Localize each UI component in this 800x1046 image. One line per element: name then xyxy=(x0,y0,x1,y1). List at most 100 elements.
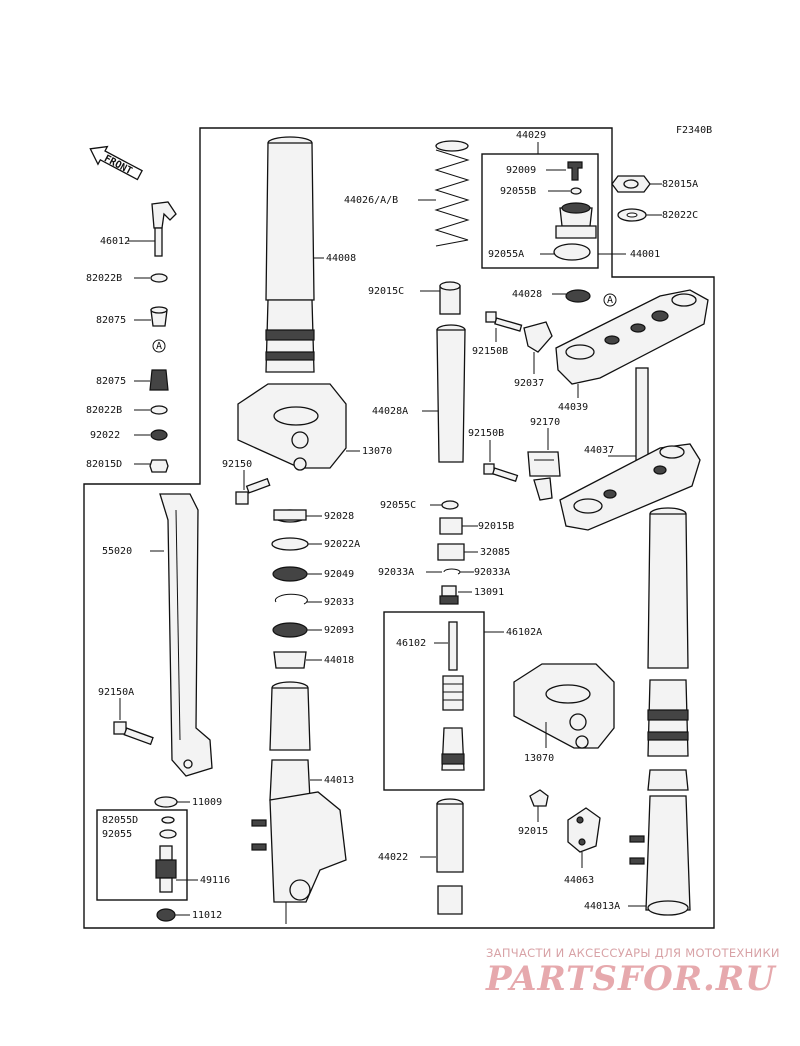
svg-text:A: A xyxy=(607,295,613,306)
label-44008: 44008 xyxy=(326,253,356,264)
kit-49116-box xyxy=(96,809,188,901)
label-92009: 92009 xyxy=(506,165,536,176)
clamp-13070-bottom-icon xyxy=(513,663,615,749)
label-44063: 44063 xyxy=(564,875,594,886)
kit-46102A-box xyxy=(383,611,485,791)
label-92150B-1: 92150B xyxy=(472,346,508,357)
label-49116: 49116 xyxy=(200,875,230,886)
fork-leg-44013-icon xyxy=(251,681,347,924)
rod-46102-icon xyxy=(441,621,465,771)
label-92033: 92033 xyxy=(324,597,354,608)
circlip-92033-icon xyxy=(274,593,308,605)
label-92055B: 92055B xyxy=(500,186,536,197)
label-92022A: 92022A xyxy=(324,539,360,550)
label-82055D: 82055D xyxy=(102,815,138,826)
label-44028: 44028 xyxy=(512,289,542,300)
spring-44026-icon xyxy=(434,140,470,247)
label-44039: 44039 xyxy=(558,402,588,413)
label-92033A-1: 92033A xyxy=(378,567,414,578)
label-82022C: 82022C xyxy=(662,210,698,221)
label-46012: 46012 xyxy=(100,236,130,247)
label-92028: 92028 xyxy=(324,511,354,522)
fork-tube-right-icon xyxy=(629,507,691,916)
label-92049: 92049 xyxy=(324,569,354,580)
fork-cap-icon xyxy=(555,202,597,239)
part-46012-icon xyxy=(151,201,177,257)
bolt-92150-icon xyxy=(235,477,271,505)
label-92037: 92037 xyxy=(514,378,544,389)
collar-92015C-icon xyxy=(439,281,461,315)
fork-tube-44008-icon xyxy=(265,136,315,373)
label-82022B-1: 82022B xyxy=(86,273,122,284)
label-44013A: 44013A xyxy=(584,901,620,912)
label-92015B: 92015B xyxy=(478,521,514,532)
label-92033A-2: 92033A xyxy=(474,567,510,578)
label-44037: 44037 xyxy=(584,445,614,456)
label-82015A: 82015A xyxy=(662,179,698,190)
label-92055C: 92055C xyxy=(380,500,416,511)
label-44001: 44001 xyxy=(630,249,660,260)
diagram-code: F2340B xyxy=(676,125,712,136)
label-92170: 92170 xyxy=(530,417,560,428)
label-82015D: 82015D xyxy=(86,459,122,470)
label-92015C: 92015C xyxy=(368,286,404,297)
washer-92022A-icon xyxy=(271,537,309,551)
label-92055A: 92055A xyxy=(488,249,524,260)
label-44018: 44018 xyxy=(324,655,354,666)
steering-stem-44037-icon xyxy=(533,367,701,531)
front-arrow-icon: FRONT xyxy=(89,145,143,181)
nut-82015D-icon xyxy=(149,459,169,473)
ref-a-2-icon xyxy=(603,293,617,307)
ref-a-icon xyxy=(152,339,166,353)
bushing-44018-icon xyxy=(273,651,307,669)
holder-44063-icon xyxy=(567,807,601,853)
washer-82022B-2-icon xyxy=(150,405,168,415)
svg-text:FRONT: FRONT xyxy=(102,153,134,177)
label-13070-1: 13070 xyxy=(362,446,392,457)
label-13070-2: 13070 xyxy=(524,753,554,764)
label-92150: 92150 xyxy=(222,459,252,470)
bushing-82075-bottom-icon xyxy=(149,369,169,391)
label-92015: 92015 xyxy=(518,826,548,837)
seal-92093-icon xyxy=(272,622,308,638)
valve-13091-icon xyxy=(439,585,459,605)
kit-44029-box xyxy=(481,153,599,269)
washer-11009-icon xyxy=(154,796,178,808)
collar-92015B-icon xyxy=(439,517,463,535)
label-92093: 92093 xyxy=(324,625,354,636)
label-32085: 32085 xyxy=(480,547,510,558)
watermark-logo: PARTSFOR.RU xyxy=(486,959,776,999)
washer-92022-icon xyxy=(150,429,168,441)
label-82075-1: 82075 xyxy=(96,315,126,326)
label-46102A: 46102A xyxy=(506,627,542,638)
cap-44028-icon xyxy=(565,289,591,303)
washer-82022B-icon xyxy=(150,273,168,283)
label-82022B-2: 82022B xyxy=(86,405,122,416)
oring-92055C-icon xyxy=(441,500,459,510)
label-11012: 11012 xyxy=(192,910,222,921)
label-44022: 44022 xyxy=(378,852,408,863)
nut-92015-icon xyxy=(529,789,549,807)
oring-82055D-icon xyxy=(161,816,175,824)
clamp-13070-top-icon xyxy=(237,383,347,471)
fork-guard-55020-icon xyxy=(159,493,213,777)
assembly-frame xyxy=(83,127,715,929)
cylinder-44022-icon xyxy=(436,798,464,915)
label-44013: 44013 xyxy=(324,775,354,786)
oring-92055A-icon xyxy=(553,243,591,261)
valve-49116-icon xyxy=(155,845,177,893)
oil-seal-92049-icon xyxy=(272,566,308,582)
bolt-92150B-1-icon xyxy=(485,311,523,332)
clip-92033A-icon xyxy=(443,568,461,575)
bracket-92037-icon xyxy=(523,321,553,353)
svg-text:A: A xyxy=(156,341,162,352)
label-55020: 55020 xyxy=(102,546,132,557)
label-13091: 13091 xyxy=(474,587,504,598)
nut-11012-icon xyxy=(156,908,176,922)
label-82075-2: 82075 xyxy=(96,376,126,387)
seal-92028-icon xyxy=(273,509,307,523)
label-92150A: 92150A xyxy=(98,687,134,698)
upper-bracket-44039-icon xyxy=(555,289,709,385)
bolt-92150A-icon xyxy=(113,721,154,746)
